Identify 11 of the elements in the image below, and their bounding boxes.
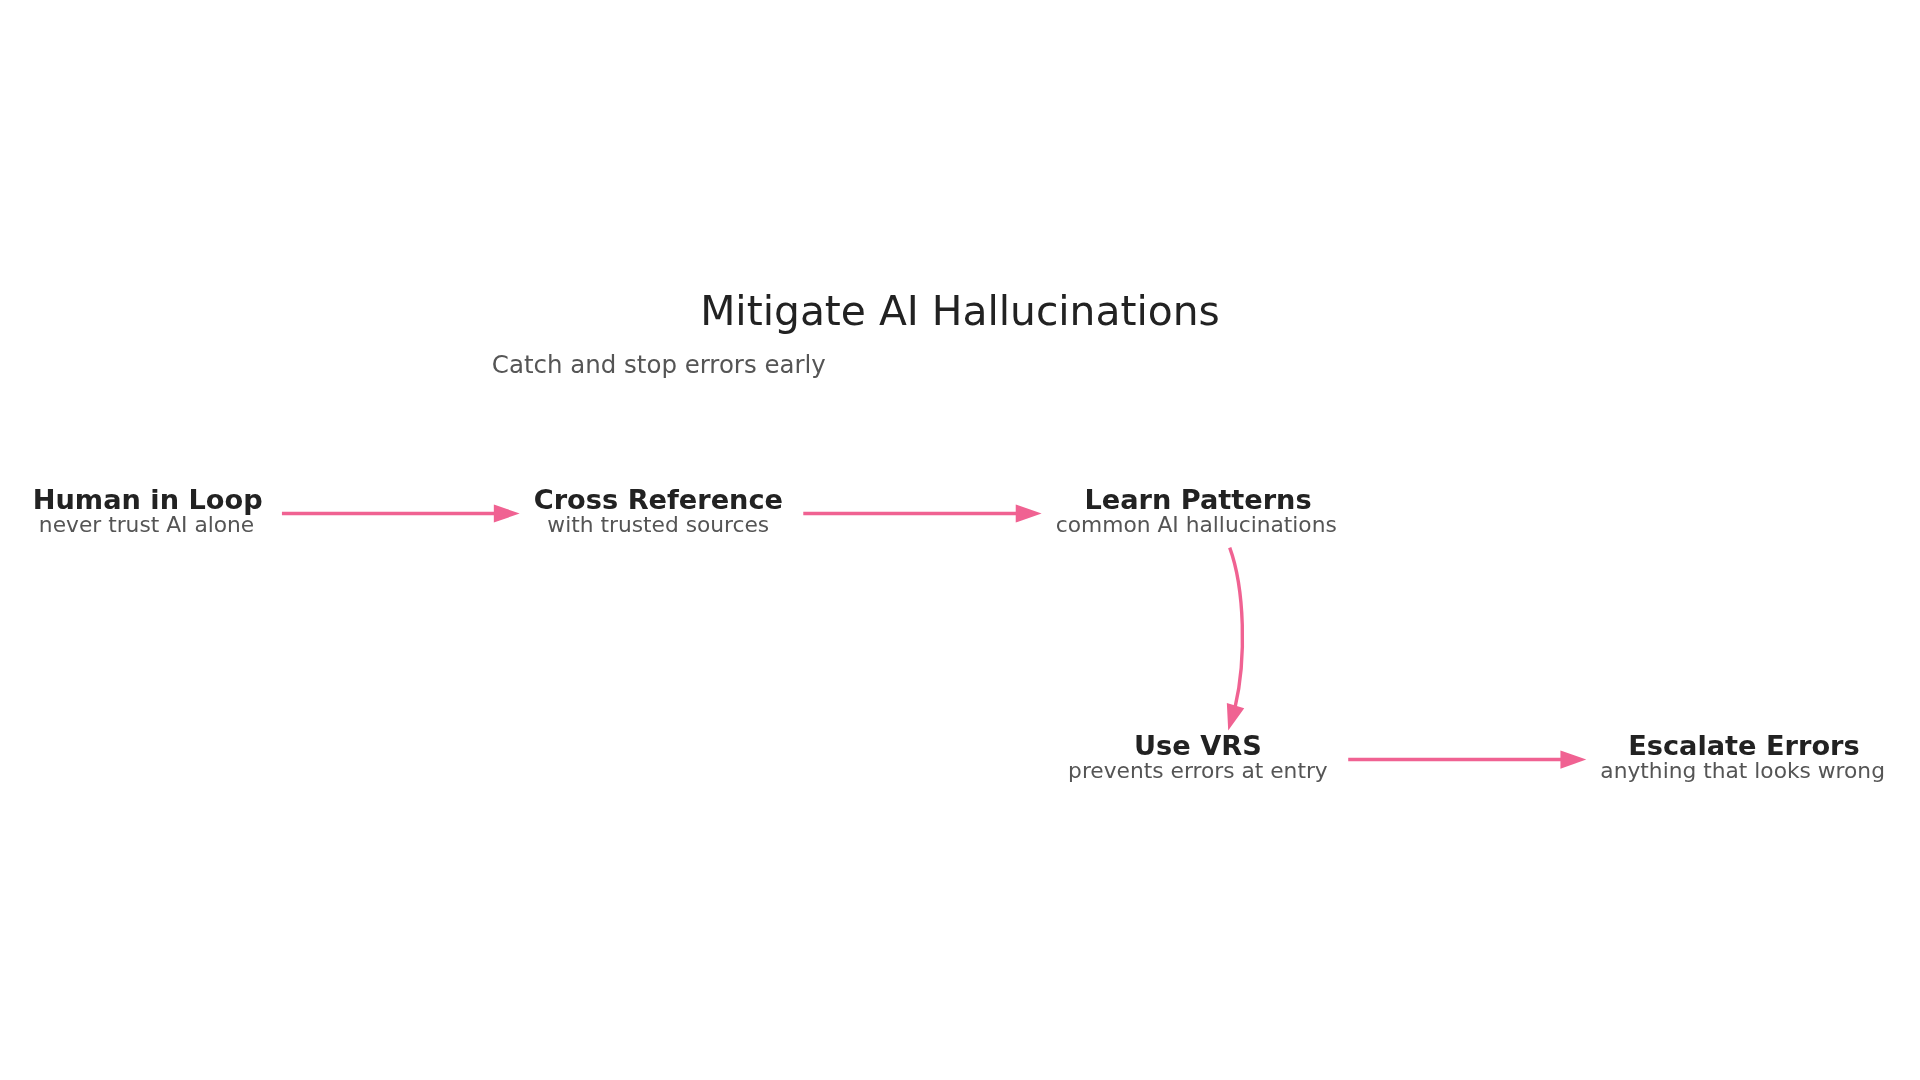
node-text: Human in Loop never trust AI alone (32, 484, 263, 538)
diagram-title: Mitigate AI Hallucinations (700, 286, 1220, 335)
arrow (281, 504, 520, 523)
label: Catch and stop errors early (491, 349, 826, 379)
arrow (1226, 547, 1245, 731)
node-text: Use VRS prevents errors at entry (1068, 730, 1328, 784)
arrow (1348, 750, 1587, 769)
node-text: Learn Patterns common AI hallucinations (1055, 484, 1337, 538)
node-text: Cross Reference with trusted sources (533, 484, 784, 538)
node-text: Escalate Errors anything that looks wrong (1600, 730, 1885, 784)
arrow (803, 504, 1042, 523)
